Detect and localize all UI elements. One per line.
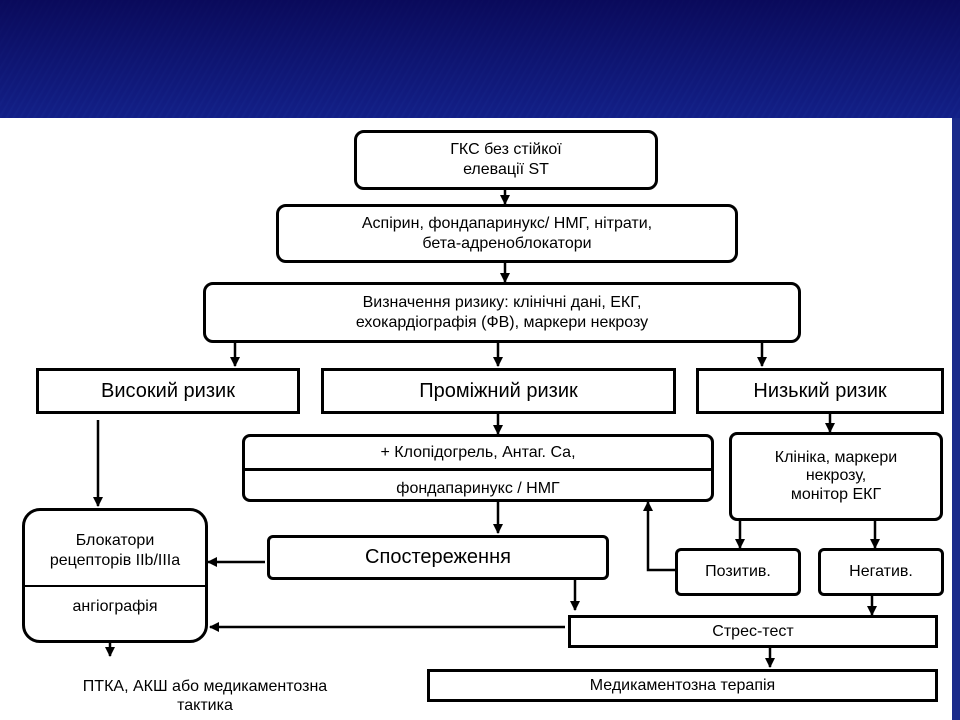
clopidogrel-divider [245, 468, 711, 471]
blockers-divider [25, 585, 205, 587]
title-banner [0, 0, 960, 118]
node-stress-test: Стрес-тест [568, 615, 938, 648]
node-negative: Негатив. [818, 548, 944, 596]
node-acs: ГКС без стійкої елевації ST [354, 130, 658, 190]
node-outcome: ПТКА, АКШ або медикаментозна тактика [82, 678, 328, 715]
node-low-risk: Низький ризик [696, 368, 944, 414]
arrow-positive-to-clopidogrel [643, 501, 675, 572]
right-edge-stripe [952, 118, 960, 720]
node-clopidogrel: + Клопідогрель, Антаг. Са, фондапаринукс… [242, 434, 714, 502]
node-intermediate-risk: Проміжний ризик [321, 368, 676, 414]
node-clinic-markers: Клініка, маркери некрозу, монітор ЕКГ [729, 432, 943, 521]
node-positive: Позитив. [675, 548, 801, 596]
node-high-risk: Високий ризик [36, 368, 300, 414]
node-observation: Спостереження [267, 535, 609, 580]
node-drug-therapy: Медикаментозна терапія [427, 669, 938, 702]
node-blockers: Блокатори рецепторів IIb/IIIa ангіографі… [22, 508, 208, 643]
node-initial-drugs: Аспірин, фондапаринукс/ НМГ, нітрати, бе… [276, 204, 738, 263]
node-risk-assessment: Визначення ризику: клінічні дані, ЕКГ, е… [203, 282, 801, 343]
